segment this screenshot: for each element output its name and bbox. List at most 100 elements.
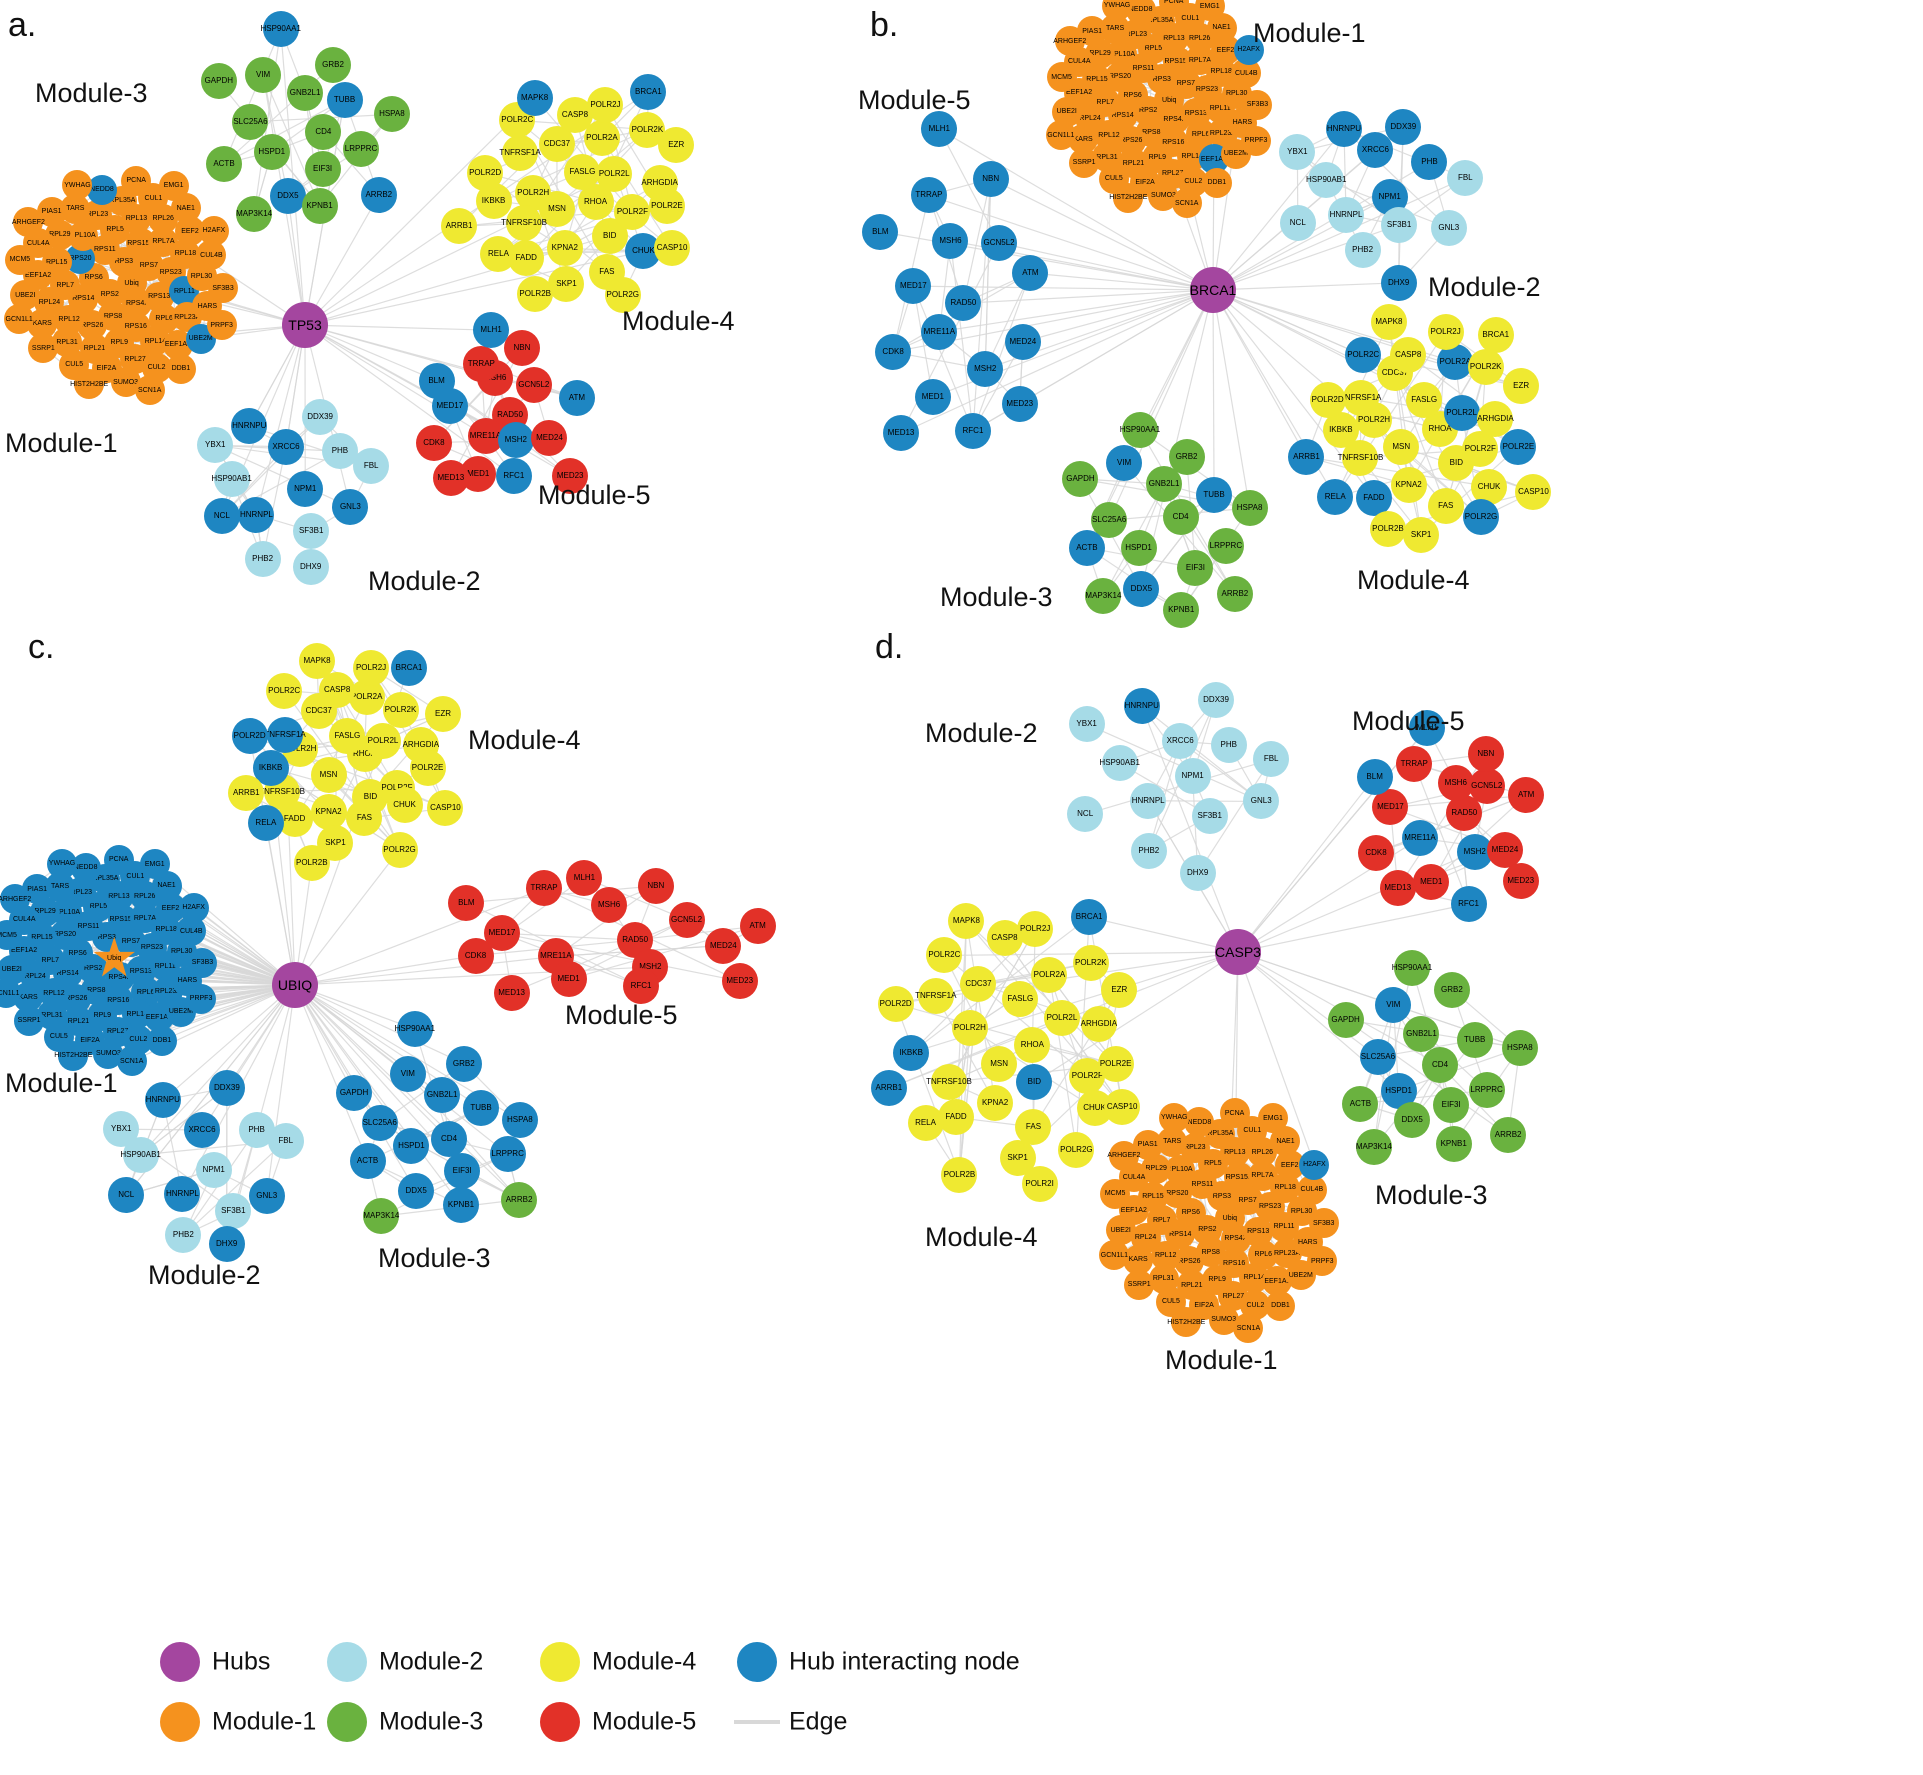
edge [304, 324, 492, 331]
module-label-c-module-4: Module-4 [468, 725, 581, 755]
gene-node-PRPF3: PRPF3 [1307, 1246, 1338, 1277]
gene-node-CASP8: CASP8 [1390, 336, 1427, 373]
gene-node-YWHAG: YWHAG [1102, 0, 1133, 21]
gene-node-PHB2: PHB2 [165, 1217, 202, 1254]
module-label-b-module-5: Module-5 [858, 85, 971, 115]
gene-node-ATM: ATM [1508, 777, 1545, 814]
module-label-b-module-3: Module-3 [940, 582, 1053, 612]
gene-node-POLR2D: POLR2D [231, 717, 268, 754]
gene-node-BRCA1: BRCA1 [630, 73, 667, 110]
gene-node-RFC1: RFC1 [495, 458, 532, 495]
gene-node-DDB1: DDB1 [165, 353, 196, 384]
gene-node-HNRNPL: HNRNPL [1328, 196, 1365, 233]
gene-node-HSPD1: HSPD1 [1380, 1072, 1417, 1109]
hub-node-TP53: TP53 [282, 302, 328, 348]
gene-node-CDK8: CDK8 [457, 937, 494, 974]
edge [294, 984, 369, 1162]
gene-node-FAS: FAS [1427, 488, 1464, 525]
gene-node-MED13: MED13 [432, 459, 469, 496]
gene-node-SSRP1: SSRP1 [1124, 1269, 1155, 1300]
edge [501, 932, 636, 941]
gene-node-SF3B1: SF3B1 [1191, 797, 1228, 834]
module-label-c-module-3: Module-3 [378, 1243, 491, 1273]
edge [1237, 728, 1428, 953]
gene-node-BID: BID [591, 217, 628, 254]
gene-node-MRE11A: MRE11A [467, 417, 504, 454]
edge [910, 916, 1090, 1054]
edge [161, 984, 296, 1042]
legend-label-module-5: Module-5 [592, 1707, 697, 1736]
gene-node-TNFRSF10B: TNFRSF10B [501, 205, 547, 242]
gene-node-MCM5: MCM5 [0, 920, 22, 951]
gene-node-CASP8: CASP8 [556, 96, 593, 133]
gene-node-HSPD1: HSPD1 [253, 133, 290, 170]
gene-node-ARRB2: ARRB2 [360, 177, 397, 214]
edge [1237, 951, 1379, 1058]
panel-label-b: b. [870, 6, 899, 44]
gene-node-HNRNPU: HNRNPU [231, 408, 268, 445]
gene-node-MED13: MED13 [883, 415, 920, 452]
gene-node-FBL: FBL [267, 1122, 304, 1159]
gene-node-FAS: FAS [1015, 1108, 1052, 1145]
gene-node-DDX5: DDX5 [1123, 570, 1160, 607]
gene-node-POLR2G: POLR2G [381, 831, 418, 868]
gene-node-SCN1A: SCN1A [1171, 188, 1202, 219]
module-label-d-module-5: Module-5 [1352, 706, 1465, 736]
gene-node-GCN5L2: GCN5L2 [515, 367, 552, 404]
gene-node-GAPDH: GAPDH [200, 63, 237, 100]
gene-node-MSH2: MSH2 [967, 351, 1004, 388]
gene-node-RFC1: RFC1 [623, 968, 660, 1005]
gene-node-GAPDH: GAPDH [336, 1075, 373, 1112]
gene-node-ATM: ATM [739, 908, 776, 945]
gene-node-LRPPRC: LRPPRC [1207, 527, 1244, 564]
edge [501, 932, 740, 982]
gene-node-POLR2A: POLR2A [1437, 343, 1474, 380]
gene-node-HSPD1: HSPD1 [393, 1127, 430, 1164]
gene-node-ACTB: ACTB [1342, 1085, 1379, 1122]
gene-node-TNFRSF1A: TNFRSF1A [915, 977, 956, 1014]
gene-node-PRPF3: PRPF3 [206, 310, 237, 341]
gene-node-POLR2B: POLR2B [1369, 510, 1406, 547]
gene-node-HNRNPL: HNRNPL [1130, 782, 1167, 819]
gene-node-HSPA8: HSPA8 [373, 96, 410, 133]
gene-node-PHB2: PHB2 [244, 541, 281, 578]
gene-node-POLR2E: POLR2E [1097, 1046, 1134, 1083]
gene-node-FASLG: FASLG [564, 154, 601, 191]
legend-swatch-module1 [160, 1702, 200, 1742]
gene-node-FASLG: FASLG [1406, 381, 1443, 418]
gene-node-GNL3: GNL3 [248, 1178, 285, 1215]
gene-node-POLR2K: POLR2K [382, 692, 419, 729]
edge [900, 289, 1214, 434]
gene-node-CD4: CD4 [305, 114, 342, 151]
gene-node-NCL: NCL [1067, 796, 1104, 833]
edge [1212, 289, 1364, 357]
gene-node-DDX5: DDX5 [269, 177, 306, 214]
gene-node-LRPPRC: LRPPRC [343, 130, 380, 167]
gene-node-MSN: MSN [981, 1045, 1018, 1082]
gene-node-PIAS1: PIAS1 [1077, 16, 1108, 47]
gene-node-HIST2H2BE: HIST2H2BE [54, 1040, 92, 1071]
gene-node-MAP3K14: MAP3K14 [1085, 578, 1121, 615]
edge [221, 416, 321, 517]
gene-node-FASLG: FASLG [329, 718, 366, 755]
gene-node-EZR: EZR [658, 127, 695, 164]
gene-node-HNRNPU: HNRNPU [1123, 688, 1160, 725]
gene-node-FBL: FBL [1447, 159, 1484, 196]
gene-node-SF3B3: SF3B3 [1308, 1208, 1339, 1239]
gene-node-ARRB2: ARRB2 [1216, 576, 1253, 613]
gene-node-CHUK: CHUK [386, 787, 423, 824]
edge [1212, 289, 1308, 458]
gene-node-EIF3I: EIF3I [1433, 1086, 1470, 1123]
gene-node-GNB2L1: GNB2L1 [287, 74, 324, 111]
gene-node-MED24: MED24 [1487, 831, 1523, 868]
gene-node-FASLG: FASLG [1002, 981, 1039, 1018]
gene-node-SCN1A: SCN1A [1233, 1313, 1264, 1344]
edge [304, 195, 380, 326]
gene-node-GAPDH: GAPDH [1062, 460, 1099, 497]
gene-node-YWHAG: YWHAG [47, 848, 78, 879]
edge [294, 984, 520, 1201]
gene-node-DHX9: DHX9 [1380, 264, 1417, 301]
edge [304, 250, 644, 326]
gene-node-MED17: MED17 [895, 268, 932, 305]
gene-node-PRPF3: PRPF3 [1241, 125, 1272, 156]
